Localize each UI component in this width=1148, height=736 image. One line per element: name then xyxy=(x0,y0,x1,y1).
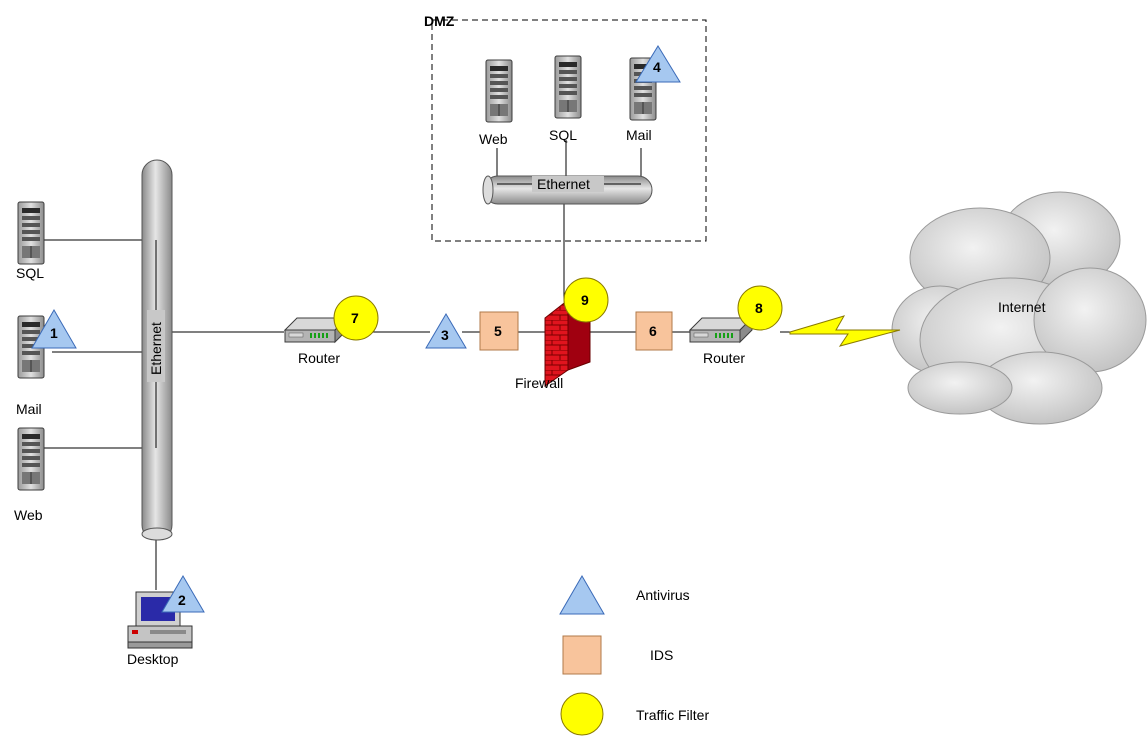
dmz-bus-label: Ethernet xyxy=(537,176,590,192)
legend-ids-icon xyxy=(563,636,601,674)
lan-sql-label: SQL xyxy=(16,265,44,281)
internet-label: Internet xyxy=(998,299,1046,315)
svg-text:8: 8 xyxy=(755,300,763,316)
legend-antivirus-label: Antivirus xyxy=(636,587,690,603)
legend-traffic-filter-label: Traffic Filter xyxy=(636,707,709,723)
antivirus-marker: 3 xyxy=(426,314,466,348)
lan-ethernet-bus: Ethernet xyxy=(142,160,172,540)
legend-antivirus-icon xyxy=(560,576,604,614)
lan-web-label: Web xyxy=(14,507,43,523)
router-right-label: Router xyxy=(703,350,745,366)
svg-text:7: 7 xyxy=(351,310,359,326)
svg-text:5: 5 xyxy=(494,323,502,339)
dmz-title: DMZ xyxy=(424,13,455,29)
svg-text:3: 3 xyxy=(441,327,449,343)
dmz-web-server-icon xyxy=(486,60,512,122)
dmz-sql-label: SQL xyxy=(549,127,577,143)
firewall-label: Firewall xyxy=(515,375,563,391)
traffic-filter-marker: 9 xyxy=(564,278,608,322)
lan-web-server-icon xyxy=(18,428,44,490)
lan-bus-label: Ethernet xyxy=(148,322,164,375)
svg-text:4: 4 xyxy=(653,59,661,75)
dmz-mail-label: Mail xyxy=(626,127,652,143)
legend-traffic-filter-icon xyxy=(561,693,603,735)
traffic-filter-marker: 7 xyxy=(334,296,378,340)
dmz-sql-server-icon xyxy=(555,56,581,118)
svg-text:1: 1 xyxy=(50,325,58,341)
ids-marker: 6 xyxy=(636,312,672,350)
router-left-label: Router xyxy=(298,350,340,366)
legend-ids-label: IDS xyxy=(650,647,673,663)
svg-text:2: 2 xyxy=(178,592,186,608)
ids-marker: 5 xyxy=(480,312,518,350)
svg-text:6: 6 xyxy=(649,323,657,339)
traffic-filter-marker: 8 xyxy=(738,286,782,330)
dmz-web-label: Web xyxy=(479,131,508,147)
dmz-ethernet-bus: Ethernet xyxy=(483,176,652,204)
lan-sql-server-icon xyxy=(18,202,44,264)
desktop-label: Desktop xyxy=(127,651,179,667)
wan-link-icon xyxy=(790,316,900,346)
lan-mail-label: Mail xyxy=(16,401,42,417)
svg-text:9: 9 xyxy=(581,292,589,308)
legend: Antivirus IDS Traffic Filter xyxy=(560,576,709,735)
